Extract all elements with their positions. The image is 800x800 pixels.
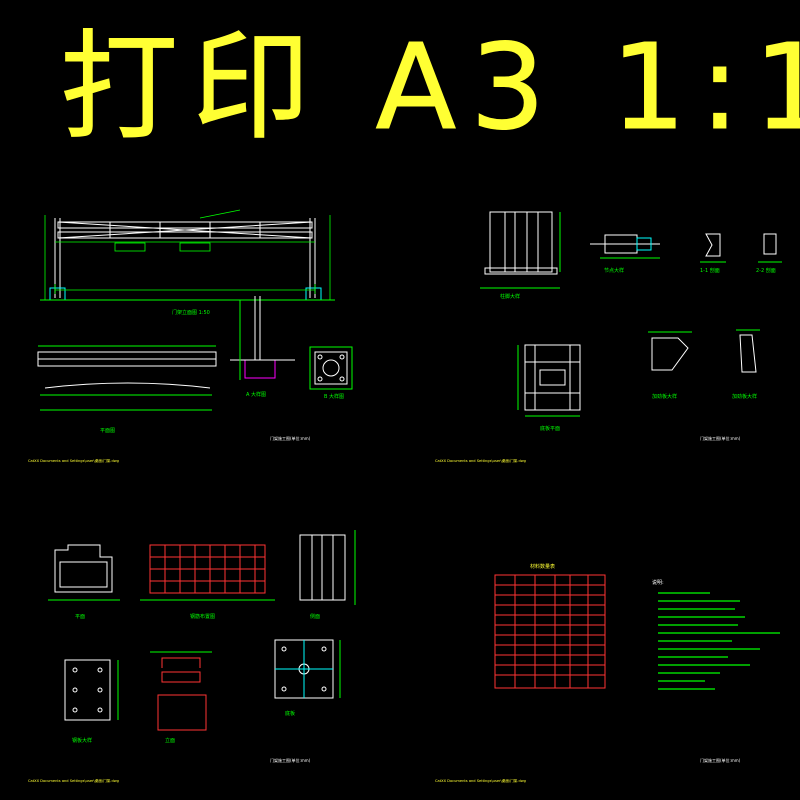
plate-detail [64, 659, 119, 721]
sheet1-detail-b-label: B 大样图 [324, 393, 344, 400]
section-1-1 [700, 233, 726, 263]
sheet2-section1-label: 1-1 剖面 [700, 267, 720, 274]
sheet4-footer: CatXX Documents and Settings\user\桌面\门架.… [435, 778, 526, 783]
print-banner-text: 打印 A3 1:1 [60, 18, 800, 150]
sheet-4: 材料数量表 说明: [435, 563, 780, 783]
sheet1-detail-a-label: A 大样图 [246, 391, 266, 398]
sheet3-rebar-label: 钢筋布置图 [190, 613, 215, 620]
stiffener-1 [648, 331, 692, 371]
notes-lines [658, 592, 780, 690]
bent-bar-details [150, 651, 212, 731]
side-view [299, 530, 356, 605]
sheet3-elev-label: 立面 [165, 737, 175, 744]
sheet2-plan-label: 底板平面 [540, 425, 560, 432]
rebar-layout [140, 544, 275, 601]
sheet2-footer: CatXX Documents and Settings\user\桌面\门架.… [435, 458, 526, 463]
sheet2-section2-label: 2-2 剖面 [756, 267, 776, 274]
detail-a [230, 296, 295, 380]
detail-b [309, 346, 353, 390]
gantry-elevation [40, 218, 335, 301]
sheet4-titleblock: 门架施工图(单位:mm) [700, 757, 741, 763]
sheet1-titleblock: 门架施工图(单位:mm) [270, 435, 311, 441]
gantry-dimensions [44, 209, 331, 300]
sheet3-titleblock: 门架施工图(单位:mm) [270, 757, 311, 763]
stiffener-2 [736, 329, 760, 373]
sheet2-titleblock: 门架施工图(单位:mm) [700, 435, 741, 441]
sheet-3: 平面 钢筋布置图 侧面 [28, 530, 356, 783]
foundation-plan [48, 544, 120, 601]
sheet3-base-label: 底板 [285, 710, 295, 717]
base-plate-plan [517, 344, 581, 417]
sheet1-plan-label: 平面图 [100, 428, 115, 434]
sheet1-title: 门架立面图 1:50 [172, 309, 210, 316]
sheet3-footer: CatXX Documents and Settings\user\桌面\门架.… [28, 778, 119, 783]
sheet2-stiff1-label: 加劲板大样 [652, 393, 677, 400]
materials-table [494, 574, 606, 689]
section-2-2 [758, 233, 782, 263]
sheet2-stiff2-label: 加劲板大样 [732, 393, 757, 400]
sheet-1: 门架立面图 1:50 平面图 A 大样图 [28, 209, 353, 463]
sheet4-table-title: 材料数量表 [530, 563, 555, 570]
gantry-plan [37, 345, 217, 411]
sheet1-footer: CatXX Documents and Settings\user\桌面\门架.… [28, 458, 119, 463]
sheet-2: 柱脚大样 节点大样 1-1 剖面 2-2 剖面 底板平面 [435, 211, 782, 463]
print-banner: 打印 A3 1:1 [0, 0, 800, 157]
sheet3-plan-label: 平面 [75, 614, 85, 620]
sheet3-side-label: 侧面 [310, 613, 320, 620]
sheet4-notes-title: 说明: [652, 579, 664, 586]
node-detail [590, 234, 660, 259]
base-plate [274, 639, 341, 699]
column-base-elevation [480, 211, 561, 289]
sheet3-plate-label: 钢板大样 [72, 737, 92, 744]
sheet2-detail1-label: 柱脚大样 [500, 293, 520, 300]
sheet2-detail2-label: 节点大样 [604, 267, 624, 274]
